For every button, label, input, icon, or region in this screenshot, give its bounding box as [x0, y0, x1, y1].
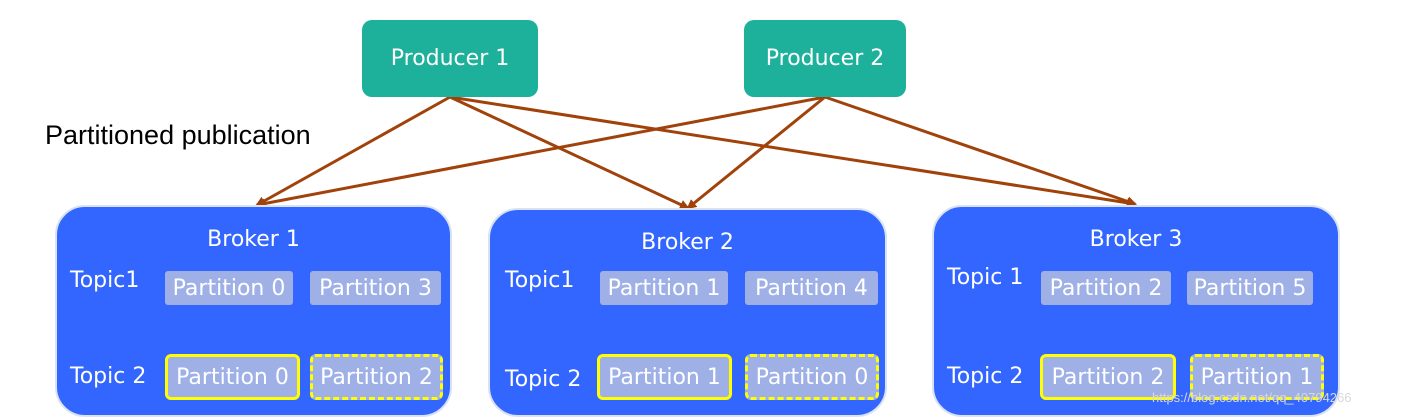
- broker-3-topic1-label: Topic 1: [947, 265, 1024, 290]
- broker-3-title: Broker 3: [1089, 227, 1183, 252]
- broker-3-topic1-partition-a: Partition 2: [1041, 271, 1171, 305]
- broker-2-topic2-partition-b: Partition 0: [745, 354, 879, 400]
- producer-1: Producer 1: [362, 20, 538, 97]
- arrow-p2-b1: [255, 95, 826, 209]
- broker-1: Broker 1 Topic1 Partition 0 Partition 3 …: [55, 205, 452, 417]
- arrow-p1-b1: [255, 95, 451, 207]
- broker-2-topic1-partition-b: Partition 4: [745, 271, 878, 305]
- producer-2-label: Producer 2: [765, 46, 885, 71]
- broker-1-title: Broker 1: [207, 227, 300, 252]
- watermark-url: https://blog.csdn.net/qq_40794266: [1152, 390, 1352, 405]
- arrow-p2-b2: [686, 95, 826, 210]
- broker-1-topic1-partition-a: Partition 0: [165, 271, 293, 305]
- broker-2-topic1-label: Topic1: [505, 268, 575, 293]
- broker-3-topic2-partition-b: Partition 1: [1190, 354, 1324, 400]
- partitioned-publication-heading: Partitioned publication: [45, 120, 311, 150]
- broker-2-topic2-label: Topic 2: [505, 367, 582, 392]
- broker-2-topic2-partition-a: Partition 1: [597, 354, 732, 400]
- arrow-p1-b3: [449, 95, 1137, 208]
- broker-1-topic2-label: Topic 2: [70, 364, 147, 389]
- broker-1-topic2-partition-b: Partition 2: [310, 354, 443, 400]
- broker-3: Broker 3 Topic 1 Partition 2 Partition 5…: [932, 205, 1340, 417]
- broker-3-topic1-partition-b: Partition 5: [1187, 271, 1313, 305]
- arrow-p2-b3: [824, 95, 1137, 207]
- producer-1-label: Producer 1: [390, 46, 510, 71]
- broker-1-topic1-partition-b: Partition 3: [310, 271, 441, 305]
- broker-1-topic1-label: Topic1: [70, 268, 140, 293]
- broker-1-topic2-partition-a: Partition 0: [165, 354, 300, 400]
- broker-3-topic2-label: Topic 2: [947, 364, 1024, 389]
- arrow-p1-b2: [449, 95, 690, 210]
- broker-2: Broker 2 Topic1 Partition 1 Partition 4 …: [488, 208, 887, 417]
- broker-2-title: Broker 2: [641, 230, 734, 255]
- broker-3-topic2-partition-a: Partition 2: [1040, 354, 1176, 400]
- broker-2-topic1-partition-a: Partition 1: [600, 271, 728, 305]
- producer-2: Producer 2: [744, 20, 906, 97]
